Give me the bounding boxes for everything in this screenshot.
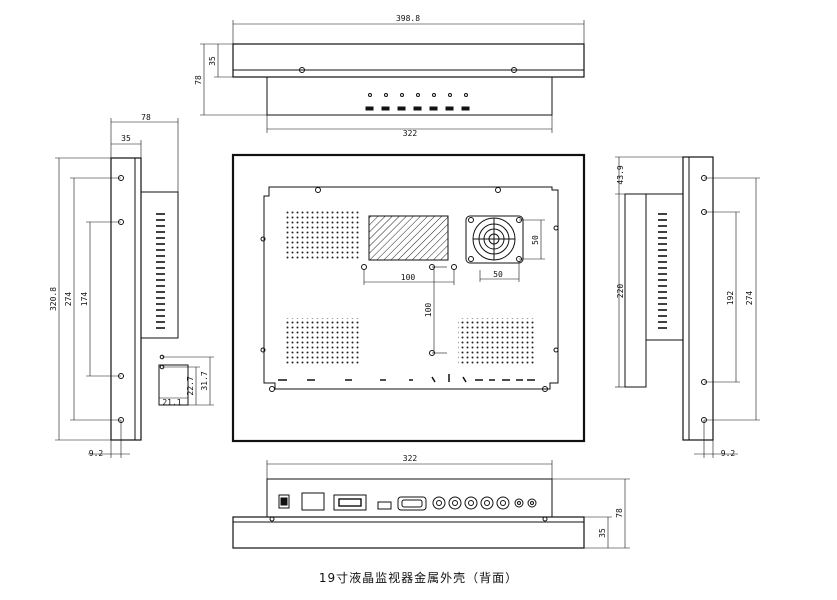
right-side-view xyxy=(615,156,760,458)
rear-port-markings xyxy=(278,374,535,383)
io-panel xyxy=(278,492,537,511)
dim-bottom-depth-bezel: 35 xyxy=(598,528,607,538)
dim-right-inner-height: 220 xyxy=(616,284,625,299)
dim-right-bottom-offset: 9.2 xyxy=(721,449,736,458)
drawing-caption: 19寸液晶监视器金属外壳（背面） xyxy=(318,571,519,585)
dim-left-hole-span-outer: 274 xyxy=(64,292,73,307)
dimension-labels: 398.8 322 78 35 78 35 320.8 274 174 9.2 … xyxy=(49,14,754,538)
left-side-view xyxy=(55,118,214,458)
dim-left-depth-total: 78 xyxy=(141,113,151,122)
dim-right-hole-span-inner: 192 xyxy=(726,291,735,306)
dim-left-bottom-offset: 9.2 xyxy=(89,449,104,458)
dim-right-top-offset: 43.9 xyxy=(616,165,625,184)
rear-label-plate xyxy=(368,215,449,261)
dim-top-depth-total: 78 xyxy=(194,75,203,85)
rear-vent-bottom-right xyxy=(458,318,536,364)
dim-top-inner-width: 322 xyxy=(403,129,418,138)
dim-left-hole-span-inner: 174 xyxy=(80,292,89,307)
top-connector-row xyxy=(365,93,470,111)
bottom-view xyxy=(232,460,630,549)
dim-left-small-a: 21.1 xyxy=(162,398,181,407)
dim-left-height-total: 320.8 xyxy=(49,287,58,311)
dim-bottom-depth-total: 78 xyxy=(615,508,624,518)
dim-left-small-c: 31.7 xyxy=(200,371,209,390)
rear-vent-bottom-left xyxy=(284,318,359,364)
dim-top-width: 398.8 xyxy=(396,14,420,23)
dim-right-hole-span-outer: 274 xyxy=(745,291,754,306)
dim-rear-fan-h: 50 xyxy=(531,235,540,245)
dim-left-small-b: 22.7 xyxy=(186,376,195,395)
rear-view xyxy=(231,153,586,443)
left-vent-slots xyxy=(156,213,165,329)
dim-left-depth-bezel: 35 xyxy=(121,134,131,143)
dim-top-depth-bezel: 35 xyxy=(208,56,217,66)
rear-vent-top-left xyxy=(284,210,359,260)
dim-rear-vesa-h: 100 xyxy=(401,273,416,282)
right-vent-slots xyxy=(658,213,667,329)
top-view xyxy=(200,20,585,133)
dim-bottom-inner-width: 322 xyxy=(403,454,418,463)
dim-rear-vesa-v: 100 xyxy=(424,303,433,318)
fan-icon xyxy=(465,215,524,264)
dim-rear-fan-w: 50 xyxy=(493,270,503,279)
